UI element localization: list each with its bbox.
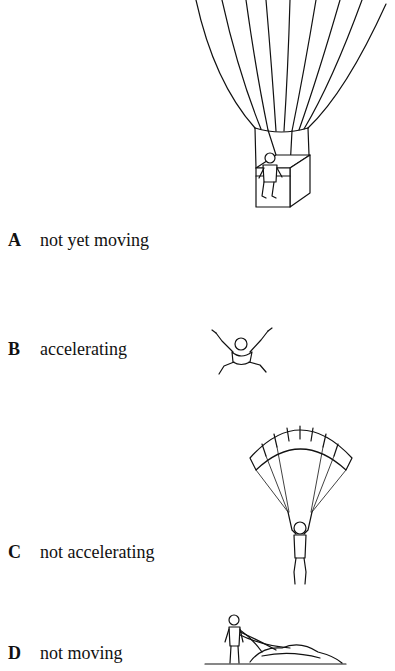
parachute-canopy-part (323, 434, 326, 447)
collapsed-parachute-part (262, 653, 320, 658)
parachute-canopy-part (299, 426, 300, 439)
balloon-basket (256, 155, 310, 207)
hot-air-balloon-part (266, 0, 276, 131)
skydiver-part (216, 333, 233, 352)
skydiver-part (268, 328, 272, 331)
stage-caption: accelerating (40, 338, 127, 360)
suspension-lines-part (312, 456, 334, 512)
suspension-lines-part (311, 447, 323, 512)
balloon-passenger-part (265, 153, 275, 163)
hot-air-balloon-part (255, 128, 308, 132)
stage-caption: not accelerating (40, 541, 154, 563)
balloon-passenger-part (262, 182, 266, 198)
parachutist-part (294, 558, 296, 584)
parachute-canopy-part (262, 444, 266, 456)
balloon-passenger-part (263, 165, 277, 182)
suspension-lines-part (266, 456, 288, 512)
parachutist (288, 512, 312, 584)
panel-letter: A (8, 229, 21, 251)
parachutist-part (304, 558, 306, 584)
collapsed-parachute-part (238, 634, 290, 648)
parachute-canopy-part (334, 444, 338, 456)
skydiver-part (249, 362, 266, 372)
collapsed-parachute-part (250, 645, 342, 663)
hot-air-balloon-part (246, 0, 268, 130)
stage-caption: not yet moving (40, 229, 149, 251)
stage-caption: not moving (40, 642, 123, 664)
skydiver-part (232, 352, 252, 365)
collapsed-parachute-part (240, 632, 276, 650)
panel-letter: D (8, 642, 21, 664)
parachute-canopy-part (287, 428, 289, 441)
balloon-passenger (259, 153, 282, 198)
hot-air-balloon-part (292, 0, 316, 131)
balloon-basket-part (290, 155, 310, 207)
landed-parachutist-part (238, 646, 239, 663)
hot-air-balloon-part (284, 0, 290, 131)
parachute-canopy (250, 426, 352, 470)
panel-letter: C (8, 541, 21, 563)
hot-air-balloon-part (222, 0, 261, 129)
landed-parachutist-part (229, 627, 240, 646)
hot-air-balloon-part (299, 0, 340, 130)
hot-air-balloon-part (255, 128, 256, 168)
landed-parachutist-part (229, 615, 239, 625)
balloon-passenger-part (277, 168, 282, 177)
skydiver-part (235, 338, 247, 350)
parachutist-part (294, 535, 306, 558)
hot-air-balloon-part (196, 0, 255, 128)
suspension-lines-part (277, 447, 289, 512)
parachute-canopy-part (274, 434, 277, 447)
panel-letter: B (8, 338, 20, 360)
ground-line (205, 663, 346, 664)
landed-parachutist (225, 615, 243, 663)
balloon-passenger-part (272, 182, 276, 198)
skydiver-part (219, 362, 234, 374)
hot-air-balloon-part (308, 128, 309, 155)
skydiver-part (250, 331, 268, 352)
landed-parachutist-part (230, 646, 231, 663)
suspension-lines (256, 447, 346, 512)
skydiver (212, 328, 272, 374)
hot-air-balloon-part (304, 0, 362, 129)
collapsed-parachute (238, 630, 342, 663)
hot-air-balloon-part (308, 4, 386, 128)
skydiver-part (212, 330, 216, 333)
hot-air-balloon (196, 0, 386, 168)
landed-parachutist-part (225, 629, 229, 642)
parachute-canopy-part (250, 430, 352, 470)
suspension-lines-part (312, 470, 346, 512)
balloon-passenger-part (259, 168, 264, 178)
parachute-canopy-part (311, 428, 313, 441)
ground-line-part (205, 663, 346, 664)
hot-air-balloon-part (268, 130, 276, 155)
landed-parachutist-part (240, 629, 243, 642)
parachutist-part (294, 522, 306, 534)
suspension-lines-part (256, 470, 288, 512)
